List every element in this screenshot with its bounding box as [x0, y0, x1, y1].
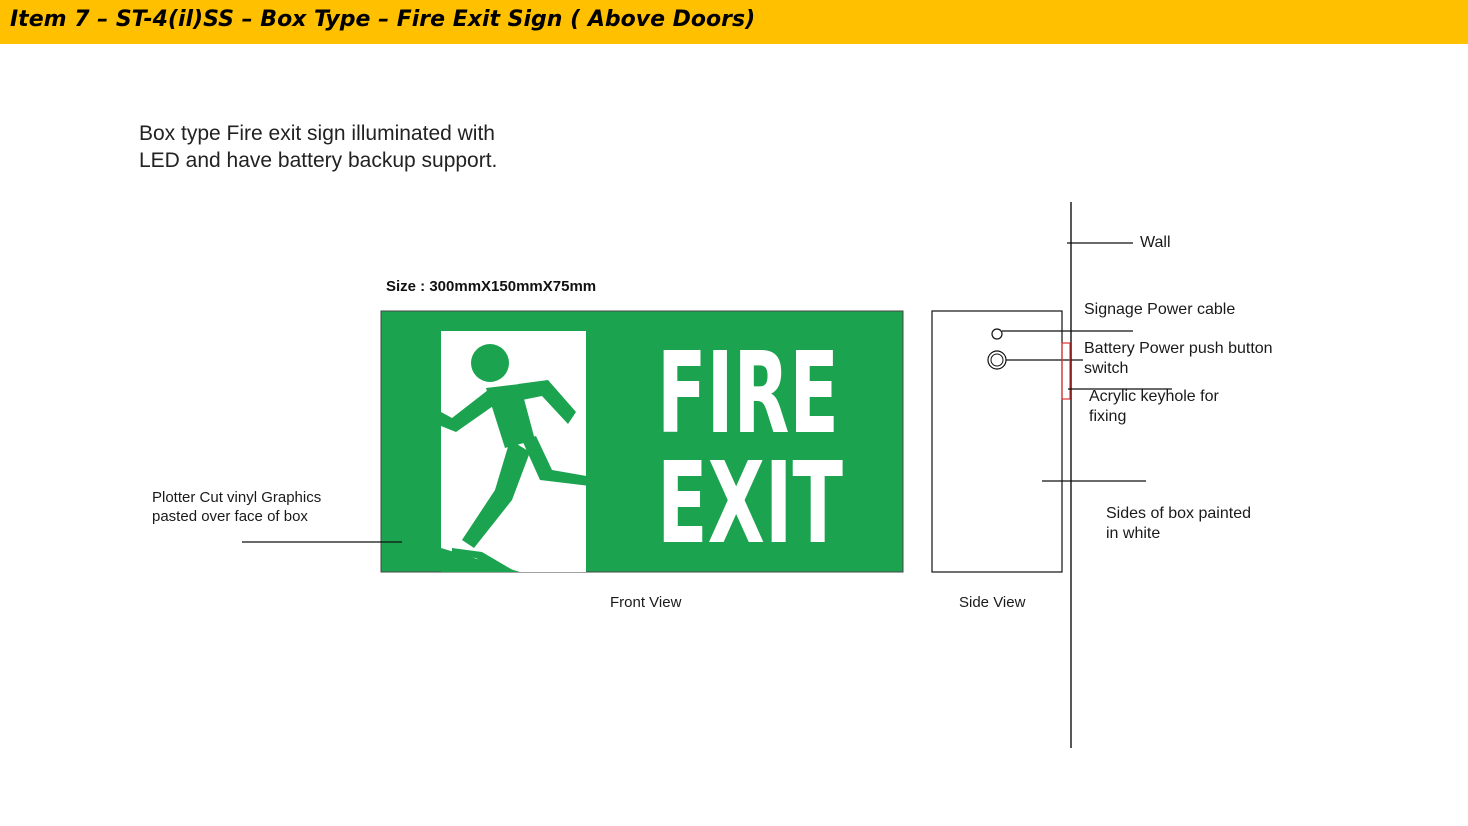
sides-label: Sides of box painted in white — [1106, 504, 1251, 544]
keyhole-label-line-1: Acrylic keyhole for — [1089, 388, 1219, 405]
header-bar — [0, 0, 1468, 44]
plotter-label: Plotter Cut vinyl Graphics pasted over f… — [152, 488, 321, 526]
power-cable-hole — [991, 328, 1003, 340]
power-cable-label: Signage Power cable — [1084, 301, 1236, 318]
sign-text-fire: FIRE — [657, 329, 839, 459]
size-label: Size : 300mmX150mmX75mm — [386, 278, 597, 295]
wall-label: Wall — [1140, 234, 1171, 251]
front-view-label: Front View — [610, 594, 682, 611]
battery-label-line-1: Battery Power push button — [1084, 340, 1273, 357]
keyhole-label: Acrylic keyhole for fixing — [1089, 387, 1219, 427]
sides-label-line-2: in white — [1106, 525, 1161, 542]
acrylic-keyhole — [1061, 342, 1071, 400]
page-title: Item 7 – ST-4(il)SS – Box Type – Fire Ex… — [10, 7, 756, 32]
description-line-1: Box type Fire exit sign illuminated with — [139, 122, 495, 145]
sides-label-line-1: Sides of box painted — [1106, 505, 1251, 522]
side-view-box — [931, 310, 1063, 573]
description: Box type Fire exit sign illuminated with… — [139, 120, 497, 174]
plotter-label-line-1: Plotter Cut vinyl Graphics — [152, 489, 322, 506]
battery-label-line-2: switch — [1084, 360, 1129, 377]
description-line-2: LED and have battery backup support. — [139, 149, 498, 172]
plotter-label-line-2: pasted over face of box — [152, 508, 308, 525]
battery-button-label: Battery Power push button switch — [1084, 339, 1273, 379]
side-view-label: Side View — [959, 594, 1026, 611]
keyhole-label-line-2: fixing — [1089, 408, 1127, 425]
sign-text-exit: EXIT — [657, 439, 843, 569]
running-man-exit-icon — [441, 331, 612, 572]
